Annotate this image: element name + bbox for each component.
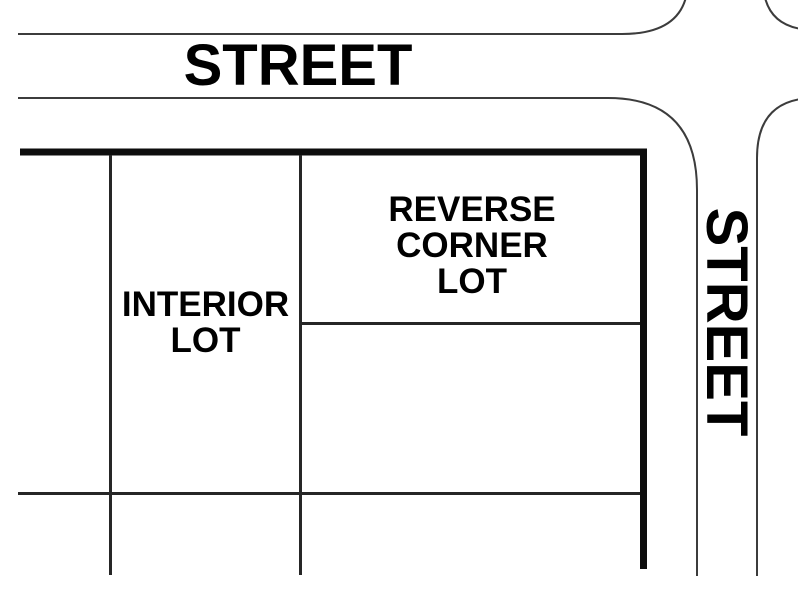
vertical-street-label: STREET [695, 172, 760, 472]
reverse-corner-lot-label-line1: REVERSE [388, 189, 556, 229]
intersection-top-right-corner-line [764, 0, 798, 30]
horizontal-street-label: STREET [18, 32, 578, 98]
reverse-corner-lot-label-line2: CORNER [396, 225, 548, 265]
block-boundary-thick-line [20, 148, 647, 569]
vertical-street-right-edge-line [756, 98, 798, 576]
horizontal-street-label-text: STREET [183, 32, 413, 98]
interior-lot-label-line1: INTERIOR [121, 285, 290, 324]
interior-lot-label-line2: LOT [170, 321, 241, 360]
vertical-street-label-text: STREET [694, 207, 760, 437]
reverse-corner-lot-label: REVERSE CORNER LOT [301, 152, 643, 323]
reverse-corner-lot-label-line3: LOT [437, 261, 507, 301]
horizontal-street-bottom-edge-line [18, 97, 698, 576]
interior-lot-label: INTERIOR LOT [110, 153, 301, 493]
horizontal-street-top-edge-line [18, 0, 687, 35]
